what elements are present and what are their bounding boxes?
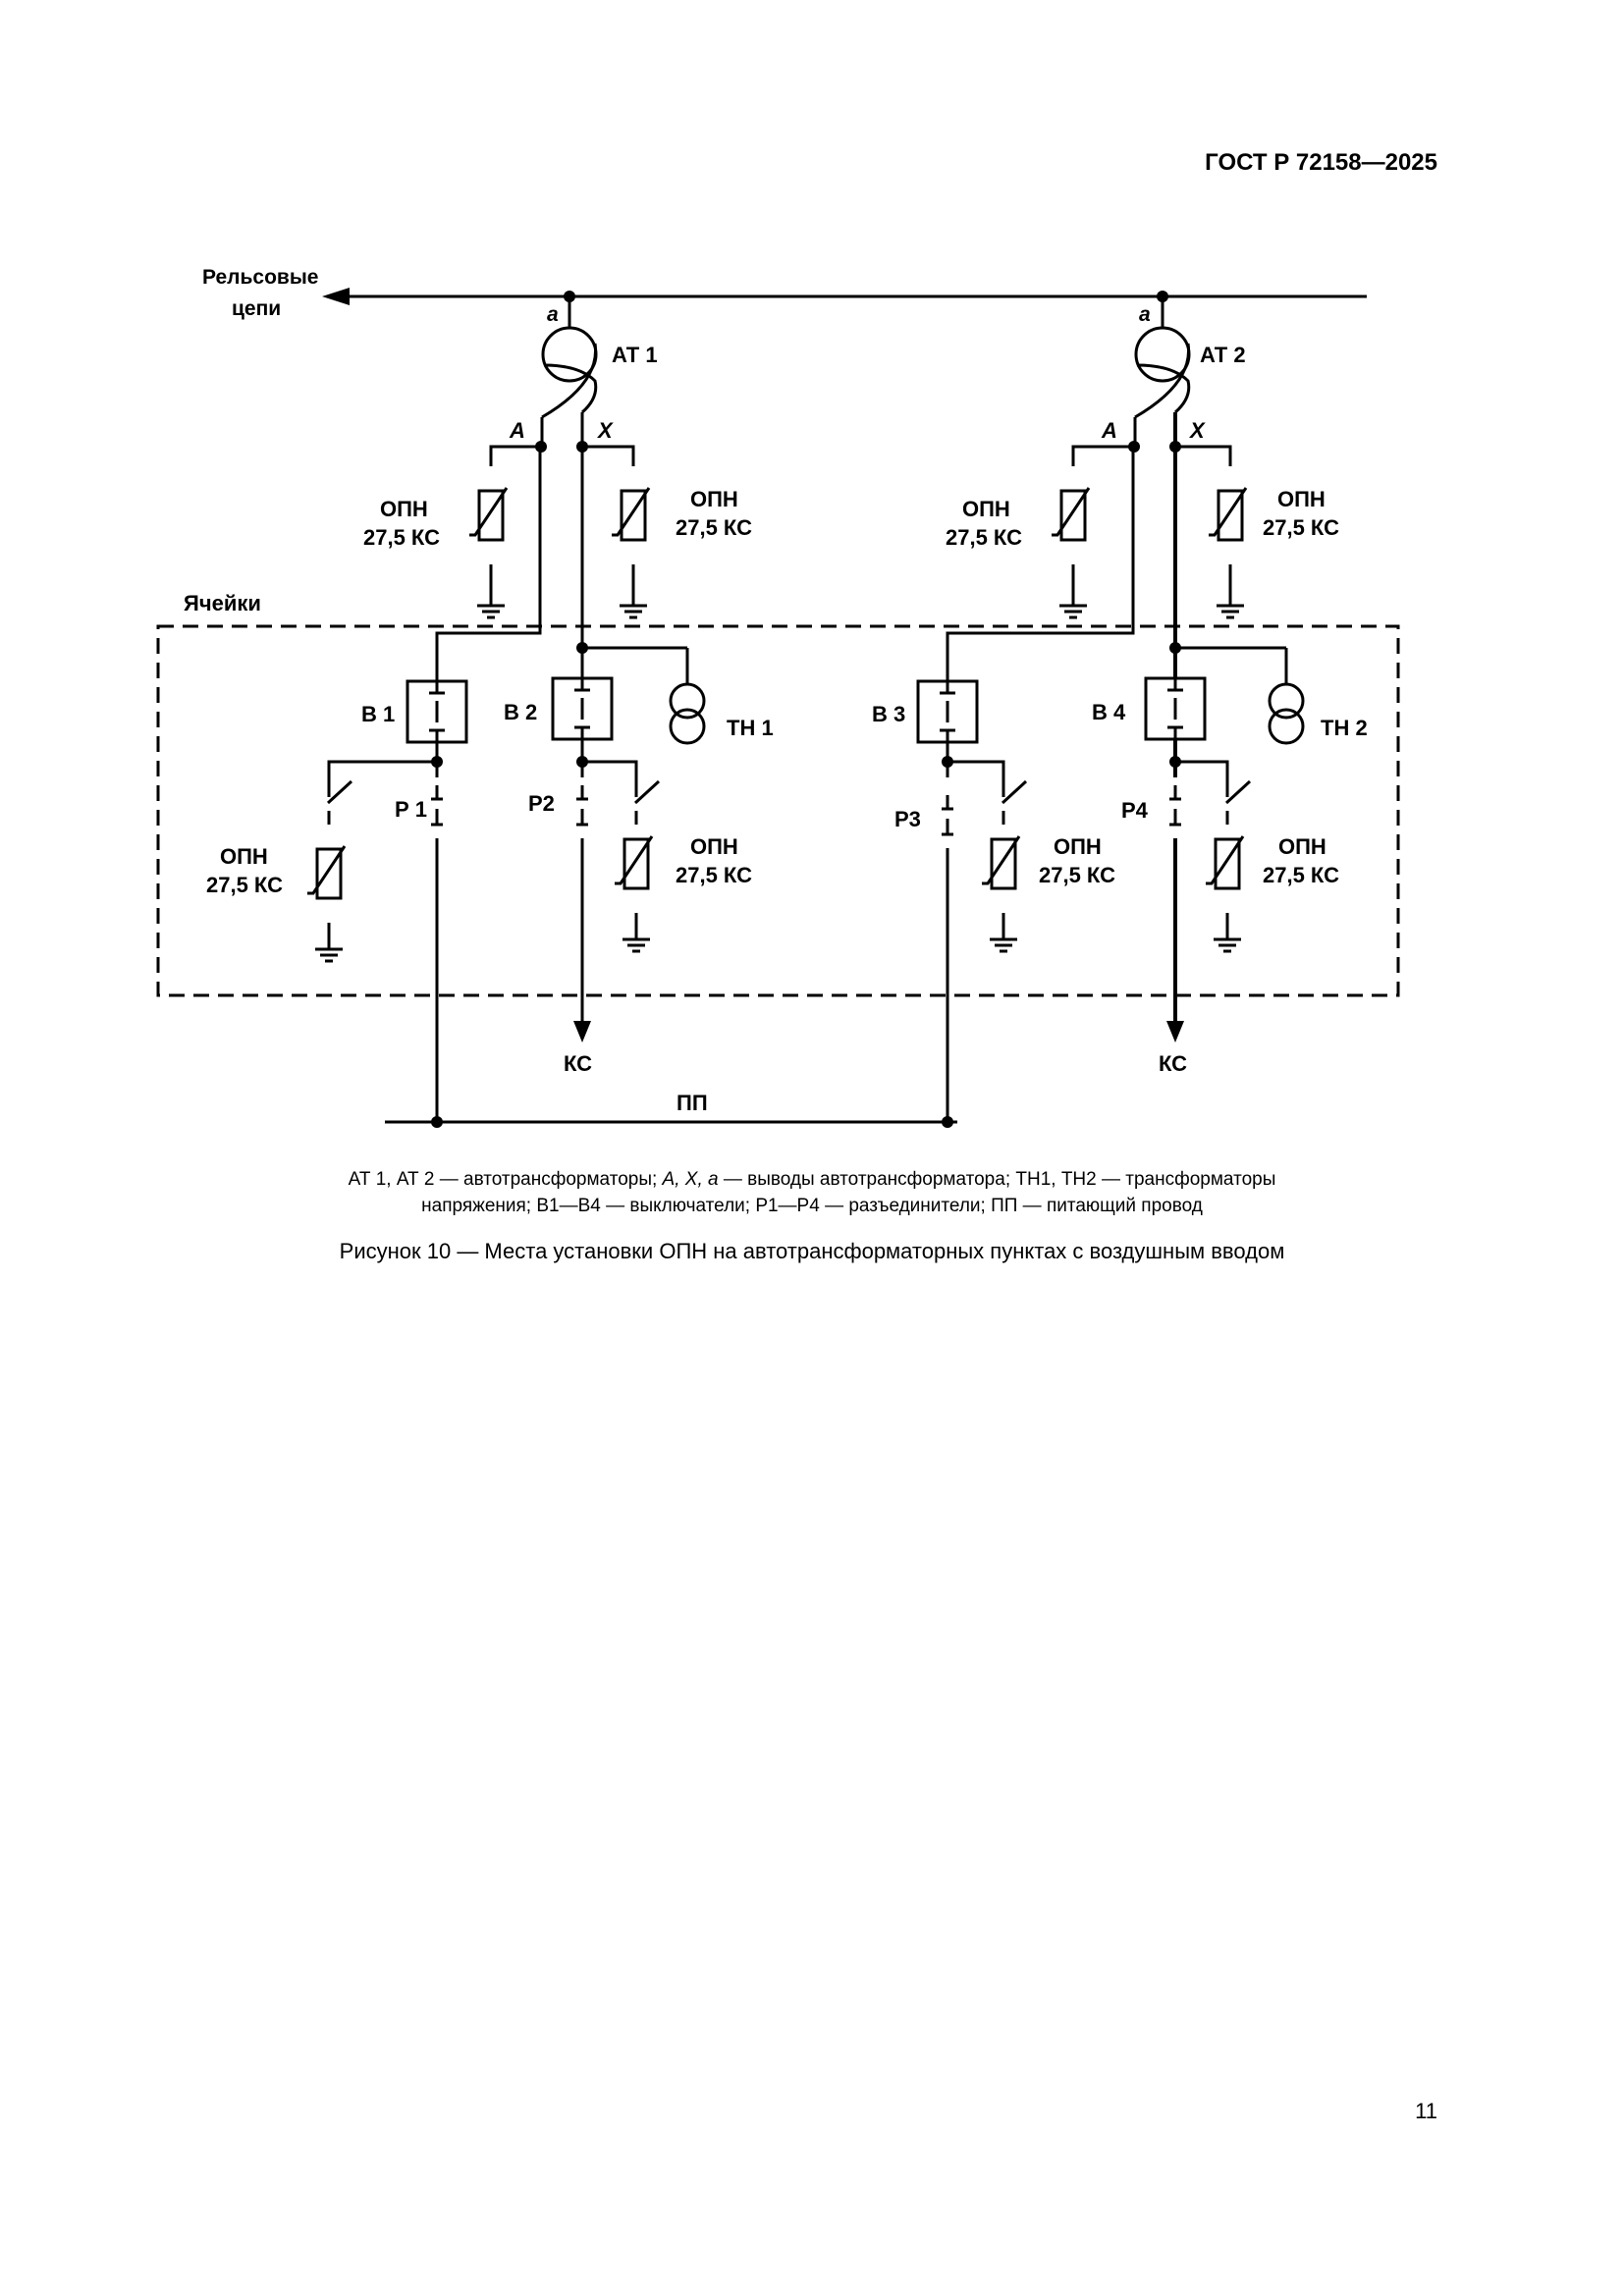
opn-label: ОПН <box>220 844 268 869</box>
junction <box>431 1116 443 1128</box>
at1-pin-X: Х <box>596 418 614 443</box>
opn-rating: 27,5 КС <box>363 525 440 550</box>
opn-rating: 27,5 КС <box>1039 863 1115 887</box>
b4-label: В 4 <box>1092 700 1126 724</box>
p3-label: Р3 <box>894 807 921 831</box>
rail-label-2: цепи <box>232 297 281 320</box>
tn2-label: ТН 2 <box>1321 716 1368 740</box>
at1-X-branch <box>582 445 635 466</box>
opn-rating: 27,5 КС <box>1263 515 1339 540</box>
opn-rating: 27,5 КС <box>676 863 752 887</box>
rail-arrow <box>322 288 350 305</box>
at2-A-conductor <box>946 417 1137 687</box>
at2-pin-a: а <box>1139 303 1151 326</box>
b2-label: В 2 <box>504 700 537 724</box>
rail-label: Рельсовые <box>202 266 318 289</box>
page-number: 11 <box>1415 2099 1437 2123</box>
legend-line-2: напряжения; В1—В4 — выключатели; Р1—Р4 —… <box>421 1196 1203 1216</box>
at2-label: АТ 2 <box>1200 343 1246 367</box>
junction <box>942 1116 953 1128</box>
figure-title: Рисунок 10 — Места установки ОПН на авто… <box>339 1239 1285 1263</box>
junction <box>1169 642 1181 654</box>
cells-label: Ячейки <box>184 591 261 615</box>
opn-rating: 27,5 КС <box>946 525 1022 550</box>
at2-A-branch <box>1071 445 1134 466</box>
ks-label: КС <box>1159 1051 1187 1076</box>
autotransformer-at2 <box>1134 296 1191 419</box>
document-id: ГОСТ Р 72158—2025 <box>1205 149 1437 176</box>
at2-pin-A: А <box>1101 418 1117 443</box>
autotransformer-at1 <box>541 296 598 419</box>
at1-A-branch <box>489 445 541 466</box>
at2-pin-X: Х <box>1188 418 1206 443</box>
at1-pin-a: а <box>547 303 559 326</box>
opn-label: ОПН <box>380 497 428 521</box>
circuit-diagram: Рельсовые цепи АТ 1 а А Х ОПН 27,5 КС ОП… <box>156 266 1400 1128</box>
p2-label: Р2 <box>528 791 555 816</box>
p4-label: Р4 <box>1121 798 1149 823</box>
ks-label: КС <box>564 1051 592 1076</box>
at1-label: АТ 1 <box>612 343 658 367</box>
at2-X-branch <box>1175 445 1232 466</box>
junction <box>576 642 588 654</box>
ks-arrow <box>1166 1021 1184 1042</box>
opn-label: ОПН <box>1278 834 1326 859</box>
figure-legend: АТ 1, АТ 2 — автотрансформаторы; А, Х, а… <box>147 1166 1477 1219</box>
opn-rating: 27,5 КС <box>1263 863 1339 887</box>
opn-label: ОПН <box>690 487 738 511</box>
p1-label: Р 1 <box>395 797 427 822</box>
opn-label: ОПН <box>1054 834 1102 859</box>
opn-label: ОПН <box>1277 487 1326 511</box>
pp-label: ПП <box>677 1091 708 1115</box>
opn-rating: 27,5 КС <box>676 515 752 540</box>
at1-pin-A: А <box>509 418 525 443</box>
b3-label: В 3 <box>872 702 905 726</box>
opn-label: ОПН <box>690 834 738 859</box>
tn1-label: ТН 1 <box>727 716 774 740</box>
opn-rating: 27,5 КС <box>206 873 283 897</box>
opn-label: ОПН <box>962 497 1010 521</box>
ks-arrow <box>573 1021 591 1042</box>
b1-label: В 1 <box>361 702 395 726</box>
cells-box <box>156 624 1400 997</box>
legend-line-1: АТ 1, АТ 2 — автотрансформаторы; А, Х, а… <box>348 1169 1276 1190</box>
